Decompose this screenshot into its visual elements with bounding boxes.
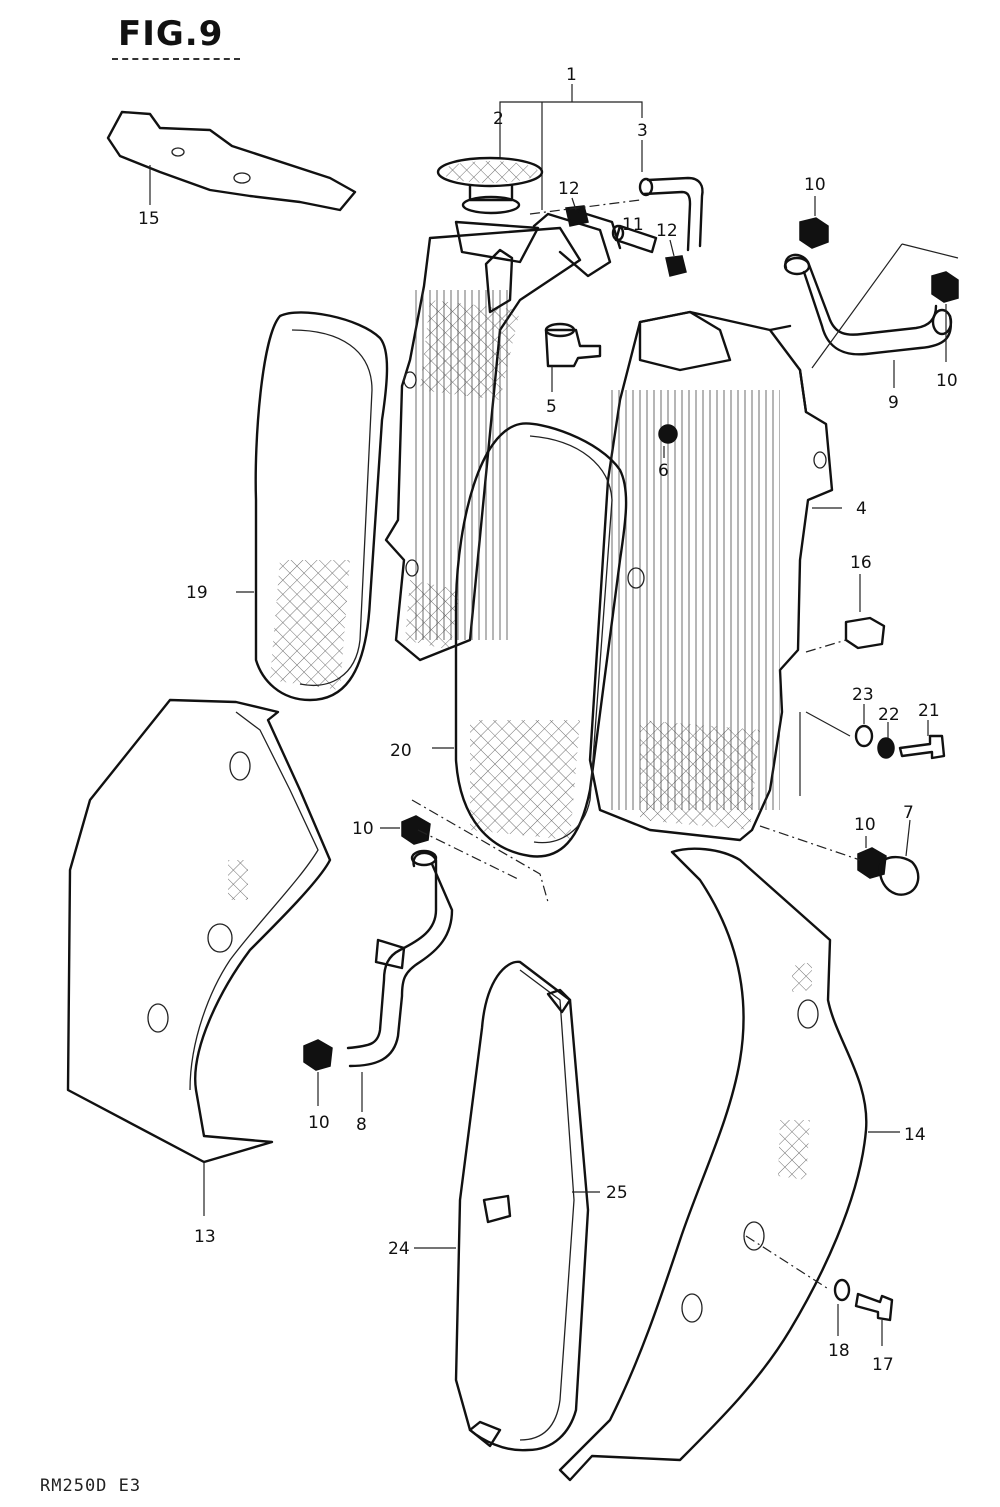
callout-10-right: 10 (936, 371, 958, 391)
filler-neck (454, 199, 641, 278)
callout-16: 16 (850, 553, 872, 573)
model-code: RM250D E3 (40, 1476, 142, 1496)
part-22-lockwasher (877, 722, 895, 759)
callout-19: 19 (186, 583, 208, 603)
part-10-clamp-bottom-left (303, 1039, 333, 1106)
part-13-left-shroud (66, 698, 332, 1216)
callout-1: 1 (566, 65, 577, 85)
part-14-right-shroud (558, 847, 900, 1482)
callout-12-left: 12 (558, 179, 580, 199)
callout-6: 6 (658, 461, 669, 481)
part-10-clamp-mid-left (380, 815, 431, 845)
callout-10-top: 10 (804, 175, 826, 195)
right-radiator (588, 310, 834, 842)
callout-9: 9 (888, 393, 899, 413)
callout-14: 14 (904, 1125, 926, 1145)
figure-title: FIG.9 (118, 14, 224, 54)
callout-10-bottom-left: 10 (308, 1113, 330, 1133)
part-9-upper-hose (783, 243, 959, 388)
part-10-clamp-right (931, 271, 959, 362)
part-24-side-cover (414, 960, 590, 1452)
part-16-nut (805, 574, 886, 653)
part-3-overflow-hose (638, 140, 704, 252)
left-radiator (384, 226, 582, 662)
part-17-bolt (854, 1292, 894, 1346)
part-1-bracket (499, 84, 643, 210)
part-12-clamp-right (665, 239, 687, 277)
callout-23: 23 (852, 685, 874, 705)
part-18-washer (833, 1278, 851, 1336)
callout-11: 11 (622, 215, 644, 235)
part-8-lower-hose (346, 799, 549, 1112)
callout-12-right: 12 (656, 221, 678, 241)
part-10-clamp-lower-right (857, 836, 887, 879)
title-underline (112, 58, 240, 60)
part-19-left-guard (236, 311, 389, 702)
part-6-plug (658, 424, 678, 458)
part-2-radiator-cap (436, 128, 544, 215)
callout-5: 5 (546, 397, 557, 417)
callout-25: 25 (606, 1183, 628, 1203)
part-15-guide-plate (106, 110, 357, 212)
callout-13: 13 (194, 1227, 216, 1247)
part-21-bolt (799, 711, 946, 796)
callout-20: 20 (390, 741, 412, 761)
callout-17: 17 (872, 1355, 894, 1375)
callout-10-lower-right: 10 (854, 815, 876, 835)
part-5-fitting (544, 322, 602, 392)
callout-22: 22 (878, 705, 900, 725)
callout-24: 24 (388, 1239, 410, 1259)
callout-21: 21 (918, 701, 940, 721)
callout-15: 15 (138, 209, 160, 229)
callout-4: 4 (856, 499, 867, 519)
part-10-clamp-top (799, 196, 829, 249)
callout-10-mid-left: 10 (352, 819, 374, 839)
callout-8: 8 (356, 1115, 367, 1135)
part-7-cap-nut (759, 819, 920, 896)
callout-7: 7 (903, 803, 914, 823)
callout-3: 3 (637, 121, 648, 141)
part-20-center-guard (432, 422, 628, 858)
callout-2: 2 (493, 109, 504, 129)
callout-18: 18 (828, 1341, 850, 1361)
part-23-washer (854, 704, 874, 748)
